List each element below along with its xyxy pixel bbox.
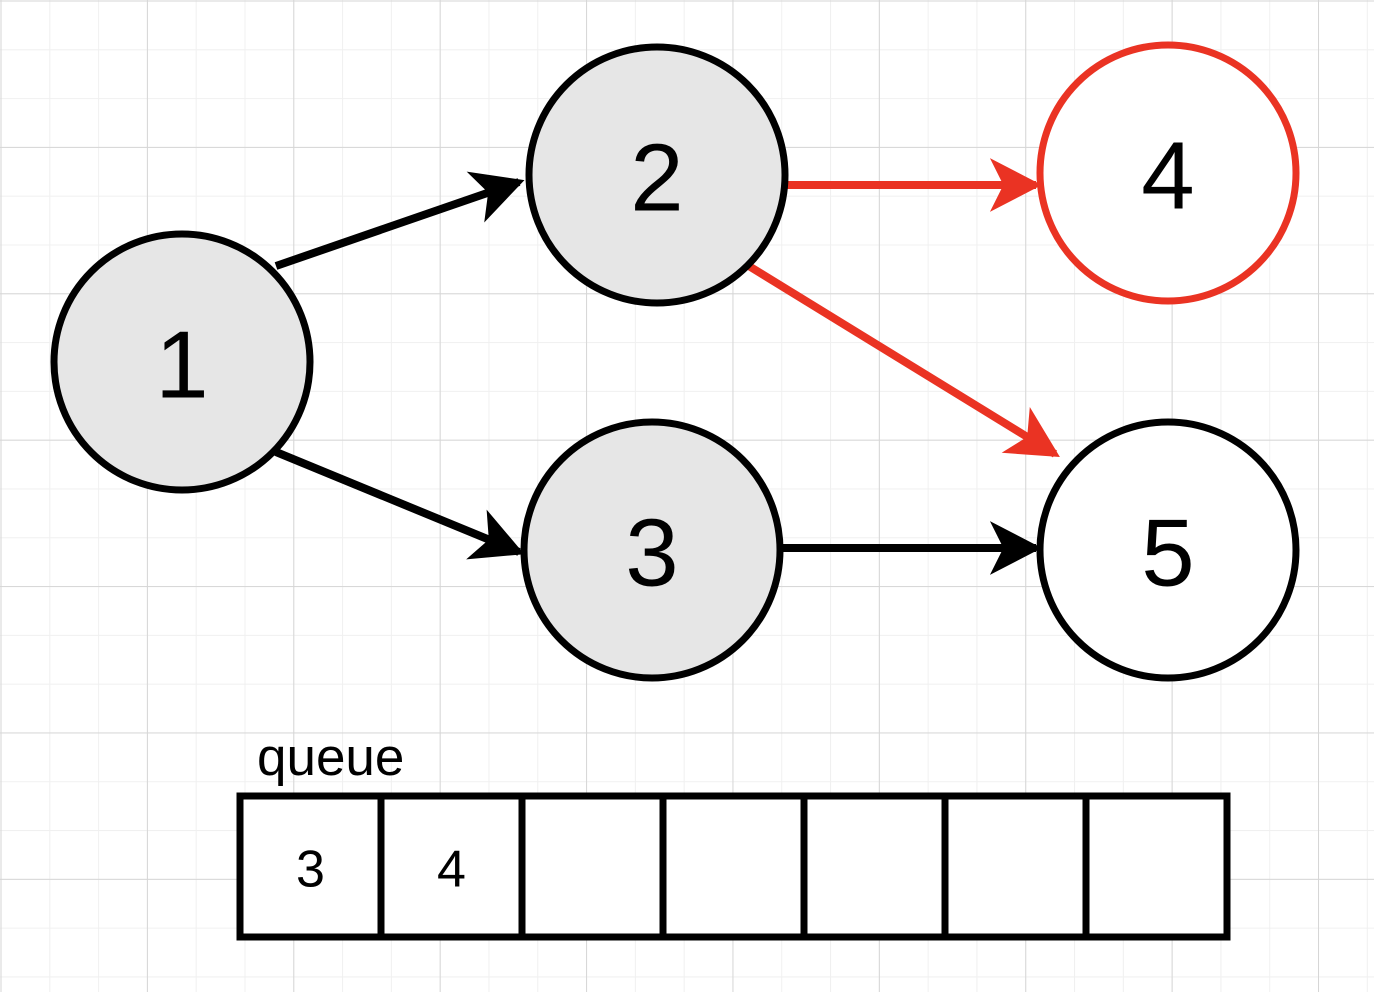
- graph-node-2[interactable]: 2: [525, 43, 789, 307]
- edge-1-to-3[interactable]: [274, 448, 525, 560]
- graph-node-3[interactable]: 3: [520, 418, 784, 682]
- queue-cell-box: [659, 792, 808, 941]
- queue-cell-box: [1082, 792, 1231, 941]
- nodes-layer: 1 2 3 4 5: [50, 41, 1300, 682]
- graph-node-1[interactable]: 1: [50, 230, 314, 494]
- queue-cell-box: [377, 792, 526, 941]
- node-circle-2: [525, 43, 789, 307]
- node-label-1: 1: [155, 312, 208, 419]
- edge-1-to-2[interactable]: [274, 171, 525, 270]
- queue-cell-2[interactable]: [518, 792, 667, 941]
- node-label-4: 4: [1141, 123, 1194, 230]
- queue-cell-3[interactable]: [659, 792, 808, 941]
- queue-cell-0[interactable]: 3: [236, 792, 385, 941]
- queue-cell-box: [518, 792, 667, 941]
- queue-cell-6[interactable]: [1082, 792, 1231, 941]
- graph-node-5[interactable]: 5: [1036, 418, 1300, 682]
- queue-cell-label: 3: [296, 841, 325, 899]
- node-circle-4: [1036, 41, 1300, 305]
- queue-cell-4[interactable]: [800, 792, 949, 941]
- queue-cell-label: 4: [437, 841, 466, 899]
- node-circle-3: [520, 418, 784, 682]
- edge-line: [741, 259, 1060, 458]
- edge-2-to-5[interactable]: [741, 259, 1060, 458]
- queue-cell-5[interactable]: [941, 792, 1090, 941]
- edge-line: [274, 171, 525, 270]
- queue-cell-box: [800, 792, 949, 941]
- node-label-3: 3: [625, 500, 678, 607]
- node-circle-1: [50, 230, 314, 494]
- node-label-2: 2: [630, 125, 683, 232]
- node-circle-5: [1036, 418, 1300, 682]
- queue-cell-box: [236, 792, 385, 941]
- queue-title: queue: [257, 728, 404, 787]
- queue-cell-box: [941, 792, 1090, 941]
- node-label-5: 5: [1141, 500, 1194, 607]
- queue-cell-1[interactable]: 4: [377, 792, 526, 941]
- edges-layer: [274, 158, 1060, 575]
- edge-line: [274, 448, 525, 560]
- graph-node-4[interactable]: 4: [1036, 41, 1300, 305]
